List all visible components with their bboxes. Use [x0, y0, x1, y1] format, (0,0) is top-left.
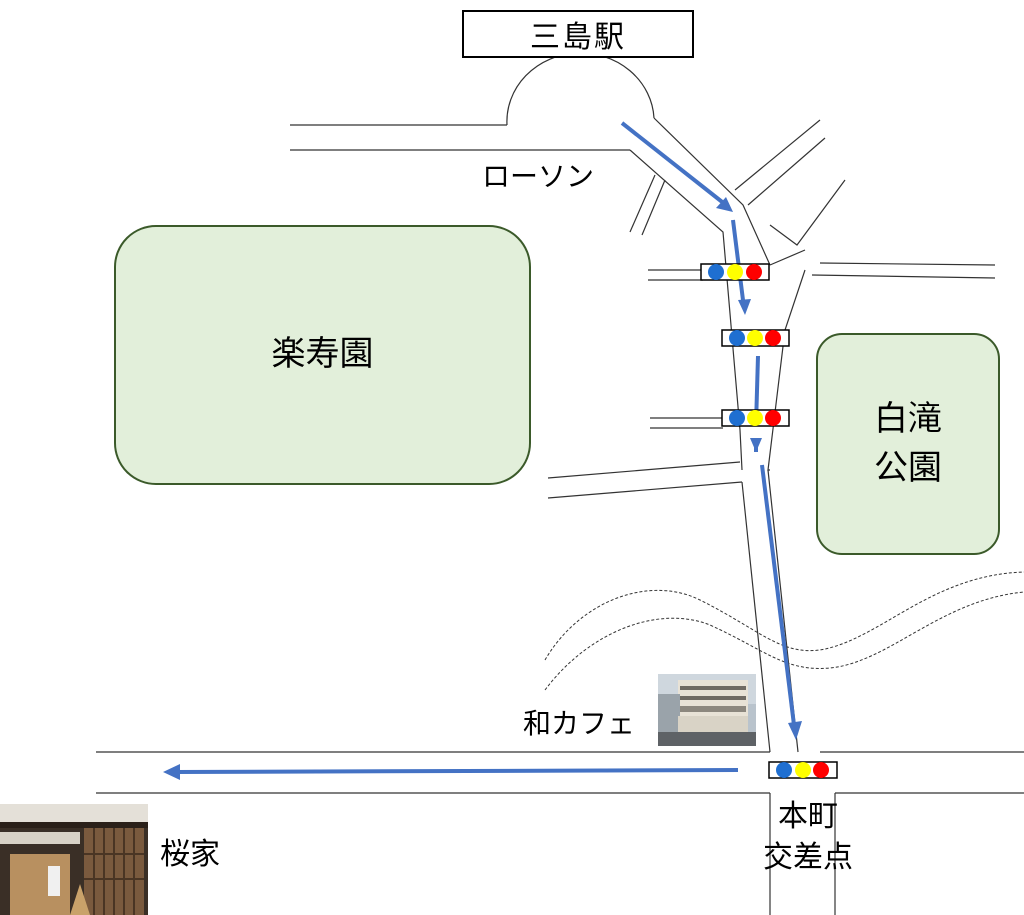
traffic-light-4 [768, 761, 838, 779]
signal-blue [729, 330, 745, 346]
signal-yellow [747, 410, 763, 426]
road-northeast-1 [734, 119, 821, 191]
route-arrowheads [163, 197, 802, 780]
intersection-label-line2: 交差点 [763, 839, 853, 875]
intersection-label-line1: 本町 [778, 799, 838, 834]
landmark-wa-cafe: 和カフェ [523, 707, 636, 740]
arrowhead-1 [716, 197, 733, 212]
signal-red [746, 264, 762, 280]
route-leg-1 [620, 121, 728, 207]
signal-blue [708, 264, 724, 280]
road-northeast-4 [769, 249, 806, 266]
route-leg-6 [174, 768, 739, 774]
signal-yellow [727, 264, 743, 280]
park-rakujuen-label: 楽寿園 [271, 334, 374, 375]
road-northeast-3 [769, 179, 846, 246]
sakuraya-photo [0, 804, 148, 915]
signal-blue [729, 410, 745, 426]
river-bank-north [544, 571, 1024, 661]
landmark-sakuraya: 桜家 [160, 837, 220, 872]
sakuraya-photo-image [0, 804, 148, 915]
wa-cafe-photo [658, 674, 756, 746]
river [544, 571, 1024, 691]
road-southwest-b [547, 481, 743, 499]
park-hakutaki-label-line2: 公園 [874, 448, 942, 488]
landmark-lawson: ローソン [482, 160, 595, 193]
wa-cafe-photo-image [658, 674, 756, 746]
station-rotary [506, 52, 655, 126]
traffic-lights [700, 263, 838, 779]
arrowhead-5 [163, 764, 180, 780]
main-road-right-lower [767, 269, 806, 471]
park-rakujuen: 楽寿園 [114, 225, 531, 485]
route-leg-5 [760, 464, 796, 726]
arrowhead-4 [788, 721, 802, 740]
traffic-light-3 [721, 409, 790, 427]
road-northeast-2 [747, 137, 826, 206]
intersection-label: 本町 交差点 [752, 797, 864, 878]
road-east-lower [811, 274, 996, 279]
road-east-upper [819, 262, 996, 266]
signal-red [765, 330, 781, 346]
road-stub-1 [629, 174, 656, 233]
arrowhead-2 [738, 299, 751, 315]
signal-red [765, 410, 781, 426]
signal-yellow [795, 762, 811, 778]
signal-blue [776, 762, 792, 778]
road-stub-2 [641, 179, 666, 236]
park-hakutaki-label-line1: 白滝 [874, 398, 942, 439]
signal-yellow [747, 330, 763, 346]
main-road-lower-left [741, 481, 771, 753]
traffic-light-2 [721, 329, 790, 347]
road-southwest-a [547, 461, 741, 479]
main-road-right-edge [653, 117, 771, 266]
signal-red [813, 762, 829, 778]
park-hakutaki: 白滝 公園 [816, 333, 1000, 555]
river-bank-south [544, 591, 1024, 691]
arrowhead-3 [750, 438, 762, 452]
station-label: 三島駅 [462, 10, 694, 58]
traffic-light-1 [700, 263, 770, 281]
